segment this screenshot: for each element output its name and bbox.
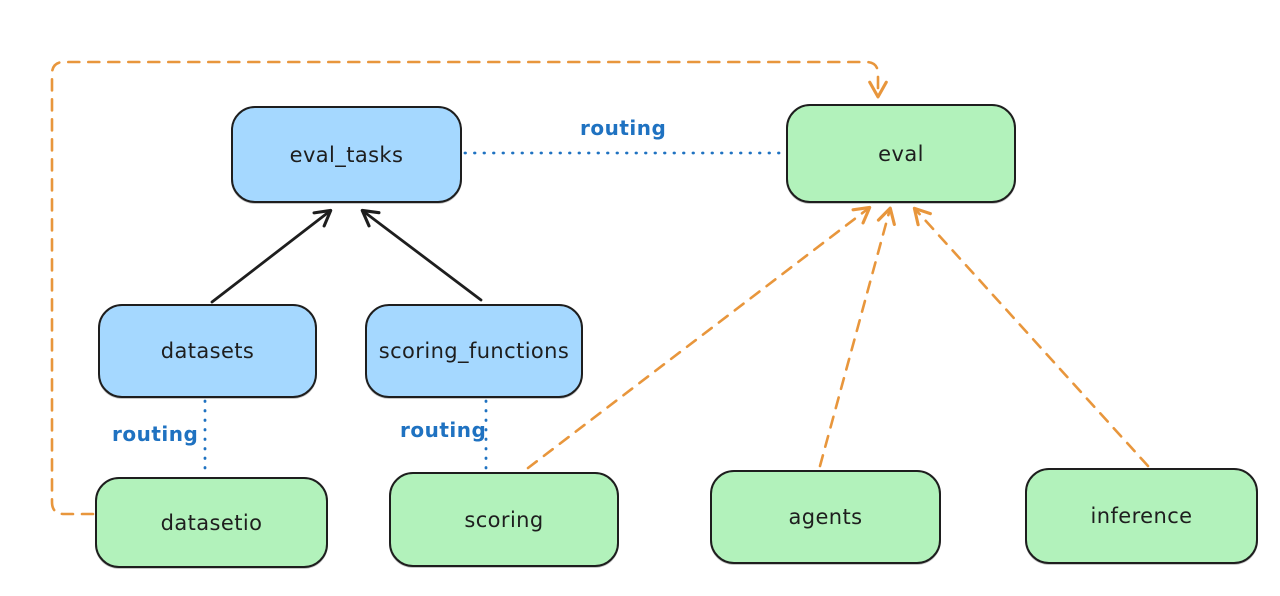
edge-label-routing-eval: routing xyxy=(580,116,667,140)
node-eval: eval xyxy=(786,104,1016,203)
node-scoring-label: scoring xyxy=(464,507,544,532)
edge-datasetio-to-eval xyxy=(50,60,888,516)
node-inference-label: inference xyxy=(1090,504,1193,528)
edge-datasets-to-eval-tasks xyxy=(210,208,333,304)
edge-scoring-functions-to-eval-tasks xyxy=(360,208,483,302)
node-agents-label: agents xyxy=(788,505,863,529)
node-datasetio-label: datasetio xyxy=(160,510,263,535)
node-datasetio: datasetio xyxy=(95,477,328,568)
edge-label-routing-scoring: routing xyxy=(400,418,487,442)
edge-agents-to-eval xyxy=(818,206,896,468)
edge-label-routing-datasetio: routing xyxy=(112,422,199,446)
node-inference: inference xyxy=(1025,468,1258,564)
node-eval-label: eval xyxy=(878,141,924,166)
node-scoring: scoring xyxy=(389,472,619,567)
edge-inference-to-eval xyxy=(912,206,1150,468)
node-datasets-label: datasets xyxy=(160,339,255,363)
node-scoring-functions-label: scoring_functions xyxy=(378,339,570,363)
node-agents: agents xyxy=(710,470,941,564)
node-scoring-functions: scoring_functions xyxy=(365,304,583,398)
node-eval-tasks-label: eval_tasks xyxy=(289,142,404,167)
node-datasets: datasets xyxy=(98,304,317,398)
node-eval-tasks: eval_tasks xyxy=(231,106,462,203)
